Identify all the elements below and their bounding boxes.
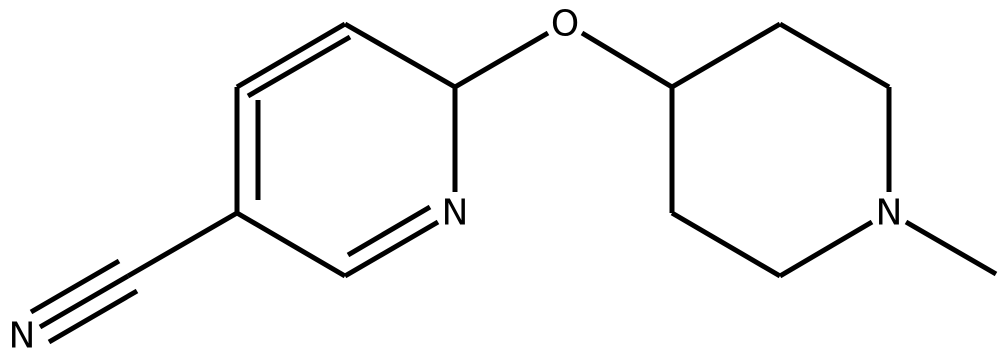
bond-c2-c3 [343,21,457,90]
bond-triple-3 [47,288,139,345]
bond-triple-2 [29,258,121,315]
bond-n1p-c6p [778,219,874,279]
bond-c6-n1-inner-double [346,204,432,258]
piperidine-nitrogen-label: N [876,193,903,234]
bond-c4-c4-inner-double [246,34,352,99]
bond-c6p-c5p [670,210,782,279]
ether-oxygen-label: O [551,4,579,45]
piperidine-ring [669,21,998,279]
ether-linkage [453,30,674,90]
bond-o-c4p [580,30,674,90]
bond-c3p-c2p [778,21,891,90]
nitrile-nitrogen-label: N [9,316,36,357]
bond-c5-cn [126,210,239,279]
bond-n-methyl [904,219,998,277]
bond-c6-n1 [343,219,440,279]
bond-c3-c4 [235,21,347,90]
pyridine-ring [234,21,458,279]
nitrile-group [29,210,239,345]
bond-c2-o [453,30,550,90]
bond-c4p-c3p [670,21,782,90]
pyridine-nitrogen-label: N [442,193,469,234]
bond-triple-1 [38,273,130,330]
bond-c5-c6 [235,210,347,279]
